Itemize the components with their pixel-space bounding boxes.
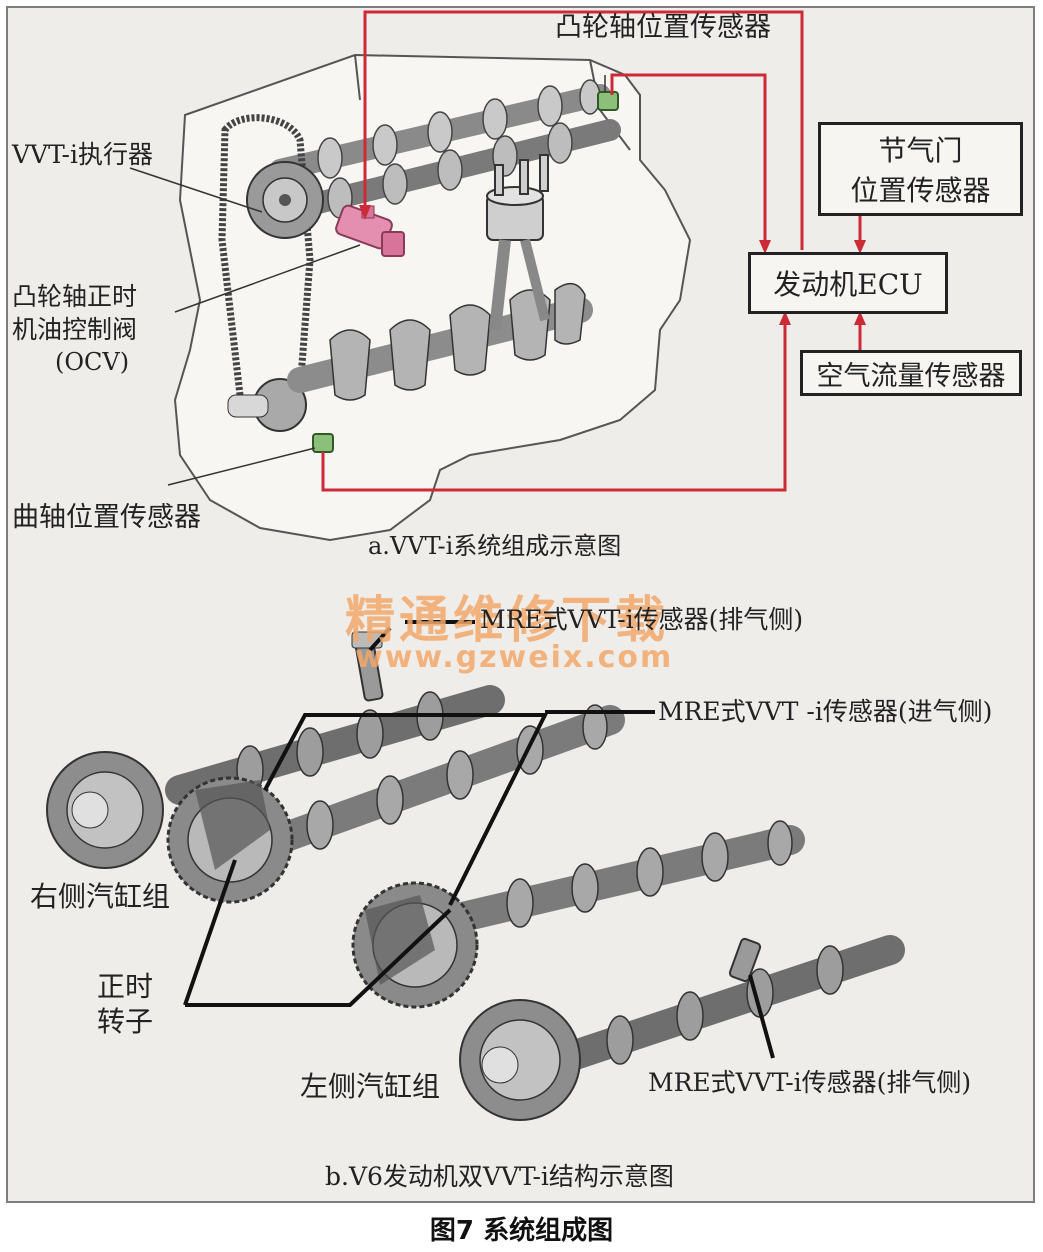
watermark-line2: www.gzweix.com xyxy=(355,640,674,675)
label-mre-exhaust-top: MRE式VVT-i传感器(排气侧) xyxy=(480,605,804,634)
vvti-actuator-drawing xyxy=(246,161,324,239)
label-ocv-line2: 机油控制阀 xyxy=(12,315,138,344)
watermark-line1: 精通维修下载 xyxy=(345,591,669,649)
label-vvti-actuator: VVT-i执行器 xyxy=(12,140,154,169)
right-bank-vvt-gear-1 xyxy=(46,751,164,869)
right-bank-vvt-gear-2 xyxy=(166,776,294,904)
signal-wires xyxy=(321,10,866,492)
label-ocv-line3: (OCV) xyxy=(55,348,130,376)
label-timing-rotor-line2: 转子 xyxy=(97,1005,154,1038)
label-left-bank: 左侧汽缸组 xyxy=(300,1070,441,1103)
piston-rod-drawing xyxy=(486,154,550,331)
label-ocv-line1: 凸轮轴正时 xyxy=(12,282,138,311)
leader-lines-a xyxy=(129,75,606,486)
camshaft-sensor-drawing xyxy=(597,91,619,111)
left-bank-vvt-gear-2 xyxy=(459,999,581,1121)
label-mre-intake: MRE式VVT -i传感器(进气侧) xyxy=(658,697,993,726)
ecu-label: 发动机ECU xyxy=(773,268,923,301)
throttle-box-line2: 位置传感器 xyxy=(850,174,991,207)
crank-sprocket-drawing xyxy=(227,378,307,432)
air-flow-sensor-box: 空气流量传感器 xyxy=(800,350,1022,396)
figure-title: 图7 系统组成图 xyxy=(429,1216,614,1246)
crankshaft-sensor-drawing xyxy=(312,433,334,453)
right-bank-camshaft-front xyxy=(235,704,625,865)
throttle-position-sensor-box: 节气门 位置传感器 xyxy=(818,122,1023,216)
engine-ecu-box: 发动机ECU xyxy=(748,252,948,314)
label-right-bank: 右侧汽缸组 xyxy=(30,880,171,913)
label-crankshaft-position-sensor: 曲轴位置传感器 xyxy=(12,502,201,533)
air-flow-label: 空气流量传感器 xyxy=(816,360,1006,392)
left-bank-camshaft-rear xyxy=(545,935,905,1075)
mre-sensor-bottom-drawing xyxy=(728,937,762,983)
throttle-box-line1: 节气门 xyxy=(878,134,963,167)
label-mre-exhaust-bottom: MRE式VVT-i传感器(排气侧) xyxy=(648,1068,972,1097)
leader-lines-b xyxy=(183,620,775,1059)
camshaft-upper xyxy=(269,79,611,181)
caption-b: b.V6发动机双VVT-i结构示意图 xyxy=(325,1162,674,1191)
wire-arrowheads xyxy=(359,205,866,325)
label-camshaft-position-sensor: 凸轮轴位置传感器 xyxy=(555,12,771,43)
left-bank-camshaft-front xyxy=(435,820,805,935)
label-timing-rotor-line1: 正时 xyxy=(97,970,154,1003)
wire-cam-sensor-to-ecu xyxy=(610,73,767,250)
caption-a: a.VVT-i系统组成示意图 xyxy=(368,532,622,560)
wire-crank-sensor-to-ecu xyxy=(321,315,787,492)
wire-ecu-to-ocv xyxy=(363,10,804,250)
